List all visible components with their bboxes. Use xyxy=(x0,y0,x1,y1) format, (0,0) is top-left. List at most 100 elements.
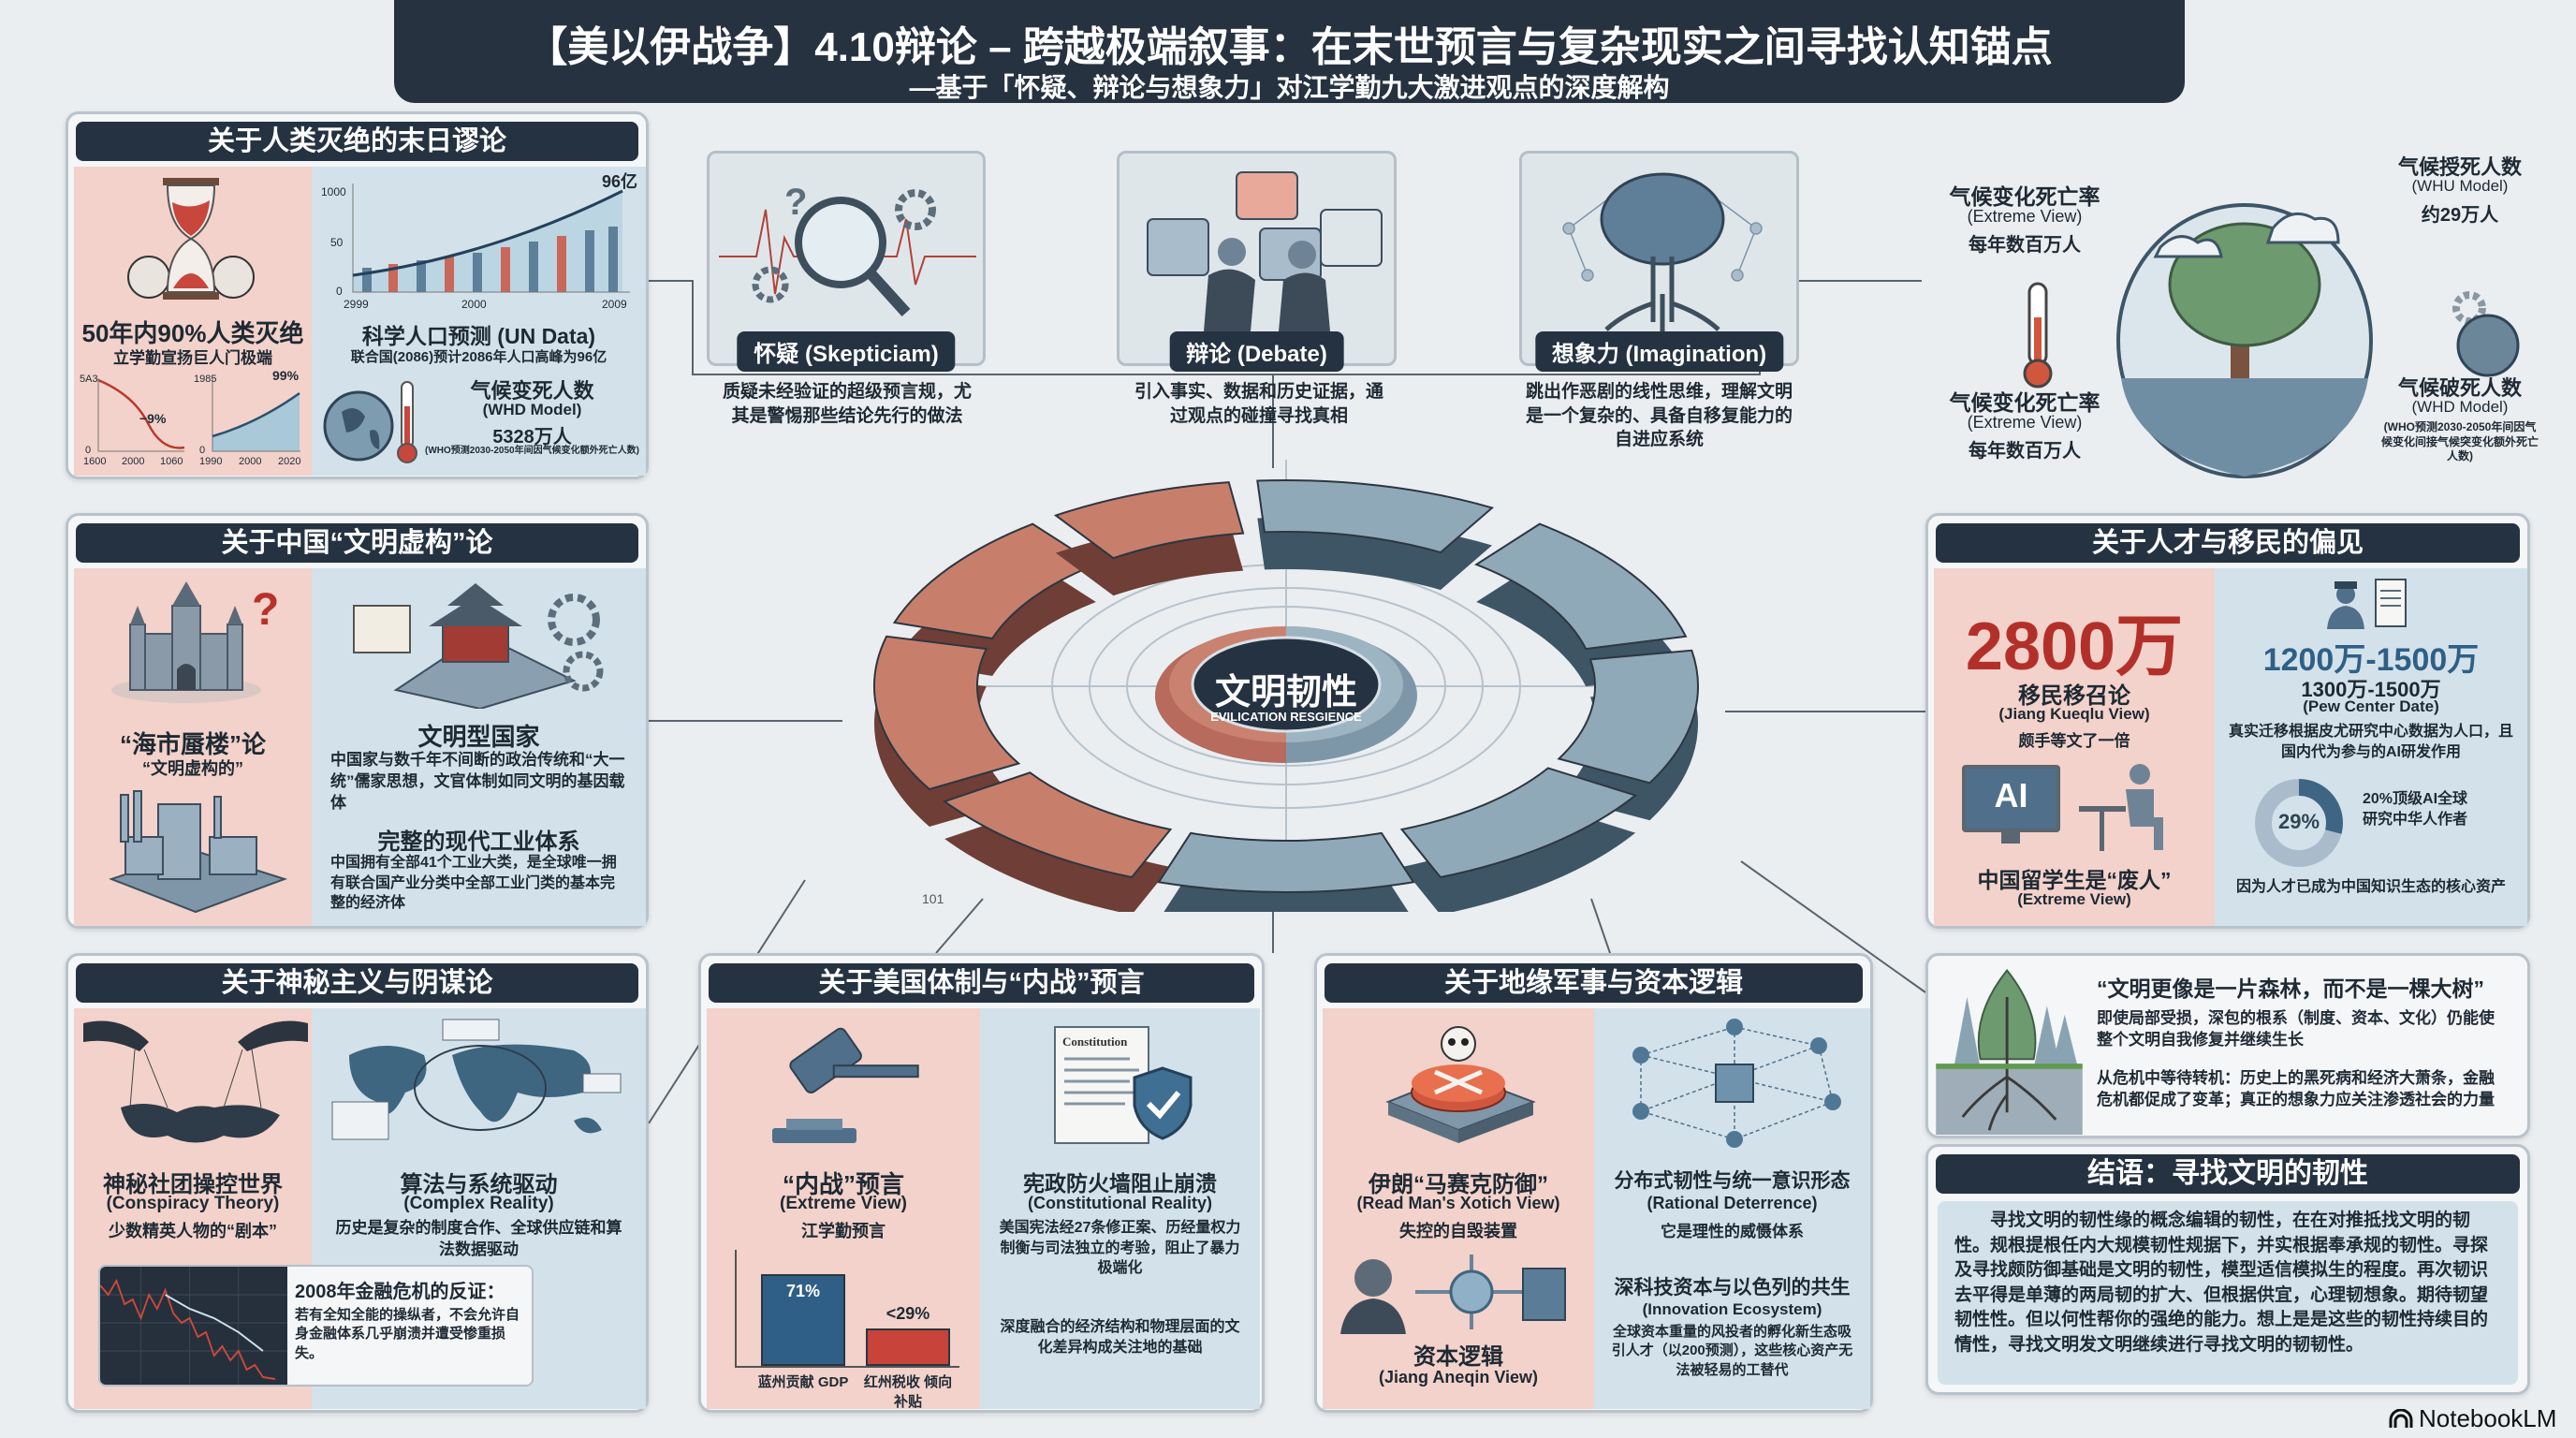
constitutional-body: 美国宪法经27条修正案、历经量权力制衡与司法独立的考验，阻止了暴力极端化 xyxy=(999,1220,1241,1277)
capital-logic-icon xyxy=(1340,1255,1566,1334)
conclusion-body-box: 寻找文明的韧性缘的概念编辑的韧性，在在对推抵找文明的韧性。规根提根任内大规模韧性… xyxy=(1938,1201,2518,1385)
climate-tr-title: 气候授死人数 xyxy=(2397,155,2522,179)
world-network-icon xyxy=(331,1019,622,1140)
mini-chart-rise: 1985 0 99% 1990 2000 2020 xyxy=(194,368,306,471)
ring-segment xyxy=(892,522,1099,640)
tick-label: 2000 xyxy=(461,298,487,311)
rational-deterrence-sub: 它是理性的威慑体系 xyxy=(1661,1223,1804,1240)
climate-section: 气候变化死亡率 (Extreme View) 每年数百万人 气候变化死亡率 (E… xyxy=(1922,139,2546,493)
extreme-column: “内战”预言 (Extreme View) 江学勤预言 71%蓝州贡献 GDP<… xyxy=(707,1008,980,1410)
thermometer-icon xyxy=(2023,282,2053,389)
complex-reality-title: 算法与系统驱动 xyxy=(400,1172,558,1197)
climate-deaths-model: (WHD Model) xyxy=(482,401,582,418)
chart-label: 99% xyxy=(272,368,300,383)
civilization-resilience-ring xyxy=(873,460,1699,912)
conclusion-body: 寻找文明的韧性缘的概念编辑的韧性，在在对推抵找文明的韧性。规根提根任内大规模韧性… xyxy=(1954,1211,2489,1355)
pew-body: 真实迁移根据皮尤研究中心数据为人口，且国内代为参与的AI研发作用 xyxy=(2228,724,2513,760)
tick-label: 2000 xyxy=(239,456,262,467)
climate-bl-title: 气候变化死亡率 xyxy=(1949,390,2100,415)
climate-tl-en: (Extreme View) xyxy=(1967,207,2083,226)
ring-segment xyxy=(1157,831,1415,893)
chart-label: −9% xyxy=(139,411,167,426)
panel-header: 关于人类灭绝的末日谬论 xyxy=(76,122,638,161)
officer-document-icon xyxy=(2327,579,2407,629)
bar-category-label: 蓝州贡献 GDP xyxy=(757,1374,849,1390)
card-label: 想象力 (Imagination) xyxy=(1534,331,1784,372)
card-imagination: 想象力 (Imagination) xyxy=(1519,151,1799,372)
panel-geopolitics-capital: 关于地缘军事与资本逻辑 伊朗“马赛克防御” (Read Man's Xotich… xyxy=(1314,953,1873,1413)
ring-segment xyxy=(943,771,1173,879)
ring-segment xyxy=(1557,649,1699,785)
tick-label: 1985 xyxy=(194,374,217,385)
ring-segment xyxy=(1053,481,1245,560)
panel-header: 关于地缘军事与资本逻辑 xyxy=(1325,963,1863,1003)
card-body: 引入事实、数据和历史证据，通过观点的碰撞寻找真相 xyxy=(1134,382,1383,426)
tick-label: 1000 xyxy=(321,185,346,198)
puppet-hands-icon xyxy=(83,1020,308,1143)
tick-label: 0 xyxy=(336,285,343,298)
donut-note: 20%顶级AI全球研究中华人作者 xyxy=(2363,791,2468,828)
card-label: 辩论 (Debate) xyxy=(1169,331,1344,372)
doomsday-button-icon xyxy=(1385,1026,1536,1143)
chart-axis xyxy=(735,1250,737,1366)
ai-monitor-icon: AI xyxy=(1962,765,2060,849)
panel-header: 关于中国“文明虚构”论 xyxy=(76,523,638,563)
climate-tl-title: 气候变化死亡率 xyxy=(1949,184,2100,209)
tick-label: 1060 xyxy=(160,456,183,467)
reality-column: 文明型国家 中国家与数千年不间断的政治传统和“大一统”儒家思想，文官体制如同文明… xyxy=(312,568,646,926)
gavel-icon xyxy=(772,1027,919,1143)
constitution-shield-icon: Constitution xyxy=(1054,1026,1193,1144)
extinction-claim: 50年内90%人类灭绝 xyxy=(81,319,304,347)
un-projection-title: 科学人口预测 (UN Data) xyxy=(361,324,596,348)
brand-name: NotebookLM xyxy=(2419,1404,2557,1432)
civilization-state-body: 中国家与数千年不间断的政治传统和“大一统”儒家思想，文官体制如同文明的基因载体 xyxy=(330,751,625,812)
mirage-theory-sub: “文明虚构的” xyxy=(142,759,243,778)
tick-label: 2009 xyxy=(602,298,627,311)
magnifier-icon: ? xyxy=(719,182,976,317)
svg-text:?: ? xyxy=(784,182,807,223)
mirage-castle-icon: ? xyxy=(111,581,279,703)
climate-br-en: (WHD Model) xyxy=(2411,398,2509,416)
center-subtitle: EVILICATION RESGIENCE xyxy=(1210,710,1362,724)
ring-segment xyxy=(1399,767,1638,879)
rational-deterrence-en: (Rational Deterrence) xyxy=(1647,1194,1818,1212)
card-body: 跳出作恶剧的线性思维，理解文明是一个复杂的、具备自移复能力的自进应系统 xyxy=(1526,382,1793,450)
panel-header: 关于神秘主义与阴谋论 xyxy=(76,963,638,1003)
forest-body-2: 从危机中等待转机：历史上的黑死病和经济大萧条，金融危机都促成了变革；真正的想象力… xyxy=(2097,1069,2495,1108)
forest-quote-box: “文明更像是一片森林，而不是一棵大树” 即使局部受损，深包的根系（制度、资本、文… xyxy=(1925,953,2530,1138)
extreme-column: ? “海市蜃楼”论 “文明虚构的” xyxy=(74,568,312,926)
mosaic-defense-sub: 失控的自毁装置 xyxy=(1399,1222,1517,1240)
complex-reality-en: (Complex Reality) xyxy=(403,1194,554,1213)
panel-talent-immigration: 关于人才与移民的偏见 2800万 移民移召论 (Jiang Kueqlu Vie… xyxy=(1925,513,2530,929)
constitutional-en: (Constitutional Reality) xyxy=(1028,1194,1212,1212)
extreme-column: 2800万 移民移召论 (Jiang Kueqlu View) 颇手等文了一倍 … xyxy=(1934,568,2215,926)
crisis-title: 2008年金融危机的反证： xyxy=(295,1282,505,1302)
tick-label: 50 xyxy=(330,236,344,249)
notebooklm-brand: NotebookLM xyxy=(2389,1404,2556,1433)
globe-gear-icon xyxy=(2452,291,2520,377)
constitution-label: Constitution xyxy=(1062,1034,1128,1049)
bar-category-label: 红州税收 倾向补贴 xyxy=(863,1374,953,1410)
reality-column: 1200万-1500万 1300万-1500万 (Pew Center Date… xyxy=(2215,568,2527,926)
donut-value: 29% xyxy=(2277,810,2320,833)
ring-segment xyxy=(1473,522,1688,651)
immigration-title: 移民移召论 xyxy=(2018,683,2130,709)
ring-tick-label: 101 xyxy=(922,891,944,906)
center-title: 文明韧性 xyxy=(1214,673,1357,712)
students-title: 中国留学生是“废人” xyxy=(1977,868,2172,892)
panel-conclusion: 结语：寻找文明的韧性 寻找文明的韧性缘的概念编辑的韧性，在在对推抵找文明的韧性。… xyxy=(1925,1144,2530,1395)
ai-label: AI xyxy=(1994,776,2028,814)
panel-header: 结语：寻找文明的韧性 xyxy=(1936,1154,2520,1194)
market-crash-chart xyxy=(100,1267,287,1385)
innovation-body: 全球资本重量的风投者的孵化新生态吸引人才（以200预测），这些核心资产无法被轻易… xyxy=(1611,1324,1853,1378)
innovation-en: (Innovation Ecosystem) xyxy=(1642,1300,1822,1318)
conspiracy-sub: 少数精英人物的“剧本” xyxy=(109,1222,277,1240)
conspiracy-title: 神秘社团操控世界 xyxy=(103,1172,283,1197)
climate-deaths-title: 气候变死人数 xyxy=(470,379,594,403)
big-number: 2800万 xyxy=(1965,609,2184,684)
talent-conclusion: 因为人才已成为中国知识生态的核心资产 xyxy=(2235,879,2506,895)
constitutional-body-2: 深度融合的经济结构和物理层面的文化差异构成关注地的基础 xyxy=(1000,1319,1240,1356)
card-body: 质疑未经验证的超级预言规，尤其是警惕那些结论先行的做法 xyxy=(722,382,972,426)
climate-deaths-note: (WHO预测2030-2050年间因气候变化额外死亡人数) xyxy=(425,446,639,456)
tick-label: 2000 xyxy=(122,456,145,467)
